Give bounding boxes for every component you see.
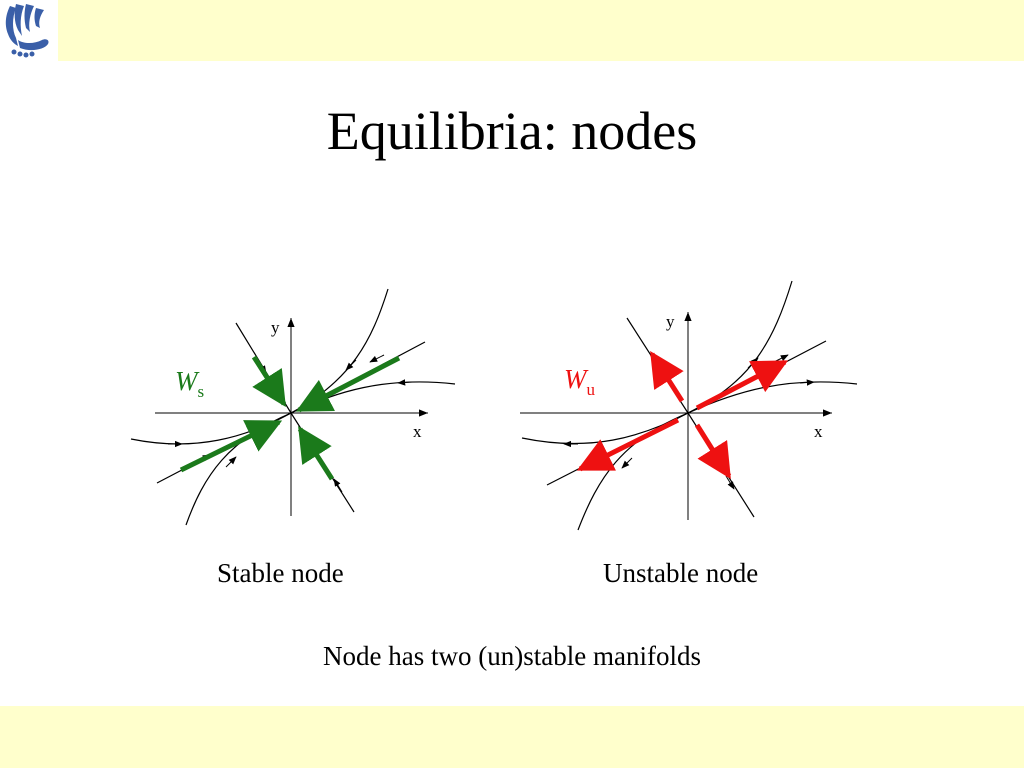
unstable-trajectory — [626, 317, 755, 518]
unstable-flow-arrow — [621, 457, 633, 469]
stable-axis-y-label: y — [271, 318, 280, 337]
footer-band — [0, 706, 1024, 768]
unstable-flow-arrow — [773, 354, 789, 363]
stable-manifold-arrow — [179, 419, 283, 473]
unstable-manifold-label: Wu — [564, 364, 596, 399]
stable-manifold-arrow — [297, 426, 335, 481]
stable-manifold-arrow — [295, 355, 401, 413]
stable-trajectory — [185, 412, 292, 526]
unstable-flow-arrow — [747, 357, 759, 369]
unstable-trajectory — [577, 412, 689, 531]
unstable-flow-arrow — [799, 379, 815, 386]
unstable-node-diagram: y x Wu — [520, 280, 858, 531]
stable-flow-arrow — [345, 359, 357, 371]
header-band — [58, 0, 1024, 61]
unstable-manifold-subscript: u — [587, 380, 596, 399]
stable-flow-arrow — [397, 379, 413, 386]
stable-node-diagram: y x Ws — [130, 288, 456, 526]
unstable-axis-y-label: y — [666, 312, 675, 331]
stable-flow-arrow — [369, 354, 385, 363]
unstable-manifold-symbol: W — [564, 364, 589, 394]
logo — [0, 0, 58, 61]
stable-manifold-subscript: s — [198, 382, 205, 401]
unstable-manifold-arrow — [694, 423, 732, 479]
unstable-axis-x-label: x — [814, 422, 823, 441]
unstable-node-caption: Unstable node — [603, 558, 759, 588]
slide-title: Equilibria: nodes — [326, 101, 698, 161]
stable-flow-arrow — [333, 478, 343, 493]
stable-manifold-label: Ws — [175, 366, 204, 401]
slide-subtitle: Node has two (un)stable manifolds — [323, 641, 701, 671]
stable-flow-arrow — [225, 456, 237, 468]
university-logo-icon — [5, 4, 49, 58]
unstable-manifold-arrow — [576, 417, 680, 472]
stable-node-caption: Stable node — [217, 558, 344, 588]
unstable-manifold-arrow — [649, 351, 685, 403]
stable-axis-x-label: x — [413, 422, 422, 441]
stable-manifold-arrow — [251, 355, 287, 407]
unstable-manifold-arrow — [695, 359, 789, 411]
stable-manifold-symbol: W — [175, 366, 200, 396]
